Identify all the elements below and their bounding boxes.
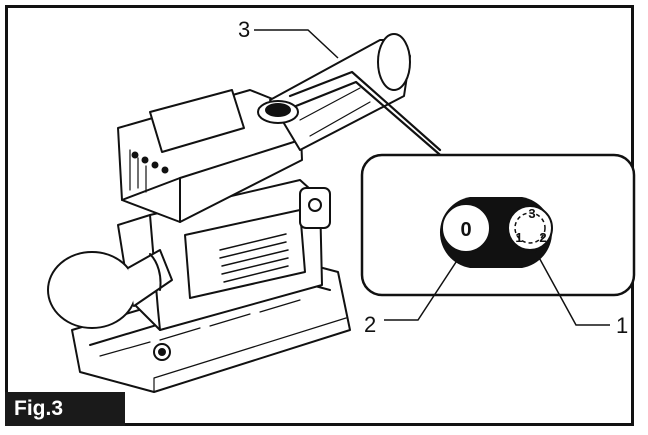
switch-on-body <box>257 100 299 124</box>
callout-3: 3 <box>238 17 250 42</box>
figure-label: Fig.3 <box>5 392 125 426</box>
battery-pack <box>117 89 303 223</box>
rear-handle <box>269 33 411 151</box>
switch-off-mark: 0 <box>460 219 471 241</box>
switch-detail: 0 3 1 2 <box>360 153 636 297</box>
speed-mark-1: 1 <box>515 230 522 245</box>
callout-2: 2 <box>364 312 376 337</box>
front-knob <box>47 249 173 329</box>
speed-mark-2: 2 <box>539 230 546 245</box>
magnifier-connector <box>288 70 448 162</box>
callout-leaders <box>254 29 610 326</box>
speed-mark-3: 3 <box>528 206 535 221</box>
callout-1: 1 <box>616 313 628 338</box>
